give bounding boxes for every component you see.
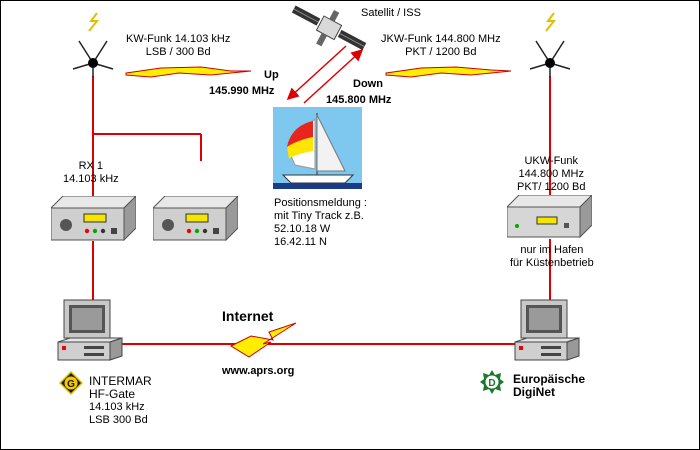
hf-gate-label: INTERMAR HF-Gate 14.103 kHz LSB 300 Bd <box>89 375 152 427</box>
rx1-radio-icon <box>51 196 136 241</box>
hf-gate-computer-icon <box>57 299 123 361</box>
hf-gate-mode: LSB 300 Bd <box>89 414 148 426</box>
vhf-note-line: nur im Hafen <box>520 244 584 256</box>
position-report-line: mit Tiny Track z.B. <box>274 210 364 222</box>
satellite-label: Satellit / ISS <box>361 7 421 19</box>
position-report-line: 52.10.18 W <box>274 223 331 235</box>
diginet-computer-icon <box>514 299 580 361</box>
internet-label: Internet <box>222 308 274 324</box>
hf-link-line2: LSB / 300 Bd <box>145 46 211 58</box>
vhf-station-title: UKW-Funk <box>524 155 579 167</box>
sailboat-image <box>273 107 362 189</box>
hf-gate-frequency: 14.103 kHz <box>89 401 145 413</box>
diginet-line: DigiNet <box>513 385 555 399</box>
vhf-station-note: nur im Hafen für Küstenbetrieb <box>510 244 594 270</box>
uplink-frequency: 145.990 MHz <box>209 85 275 97</box>
vhf-link-line2: PKT / 1200 Bd <box>405 46 477 58</box>
rx2-radio-icon <box>153 196 238 241</box>
satellite-icon <box>291 5 367 51</box>
diginet-logo-icon: D <box>480 370 504 394</box>
diginet-line: Europäische <box>513 372 586 386</box>
rx1-name: RX 1 <box>78 160 104 172</box>
vhf-link-line1: JKW-Funk 144.800 MHz <box>381 33 501 45</box>
rx1-frequency: 14.103 kHz <box>63 173 119 185</box>
internet-bolt <box>229 322 297 358</box>
vhf-note-line: für Küstenbetrieb <box>510 257 594 269</box>
intermar-logo-icon: G <box>59 371 83 395</box>
hf-link-line1: KW-Funk 14.103 kHz <box>126 33 231 45</box>
rx1-label: RX 1 14.103 kHz <box>63 160 119 186</box>
hf-gate-name: INTERMAR <box>89 374 152 388</box>
hf-gate-type: HF-Gate <box>89 387 136 401</box>
vhf-radio-icon <box>507 195 592 239</box>
hf-link-label: KW-Funk 14.103 kHz LSB / 300 Bd <box>126 33 230 59</box>
downlink-frequency: 145.800 MHz <box>326 94 392 106</box>
intermar-logo-letter: G <box>67 379 75 390</box>
internet-url: www.aprs.org <box>222 365 295 377</box>
vhf-station-label: UKW-Funk 144.800 MHz PKT/ 1200 Bd <box>517 155 586 194</box>
vhf-link-bolt <box>385 66 512 78</box>
downlink-arrow <box>303 48 364 104</box>
position-report-line: Positionsmeldung : <box>274 197 367 209</box>
position-report: Positionsmeldung : mit Tiny Track z.B. 5… <box>274 197 367 249</box>
diginet-label: Europäische DigiNet <box>513 373 585 399</box>
left-antenna-icon <box>72 12 114 77</box>
uplink-label: Up <box>264 69 279 81</box>
diginet-logo-letter: D <box>488 378 495 389</box>
right-antenna-icon <box>529 12 571 77</box>
vhf-link-label: JKW-Funk 144.800 MHz PKT / 1200 Bd <box>381 33 501 59</box>
downlink-label: Down <box>353 78 383 90</box>
uplink-arrow <box>286 45 347 101</box>
vhf-station-frequency: 144.800 MHz <box>518 168 584 180</box>
hf-link-bolt <box>125 66 252 78</box>
vhf-station-mode: PKT/ 1200 Bd <box>517 181 586 193</box>
position-report-line: 16.42.11 N <box>274 236 328 248</box>
